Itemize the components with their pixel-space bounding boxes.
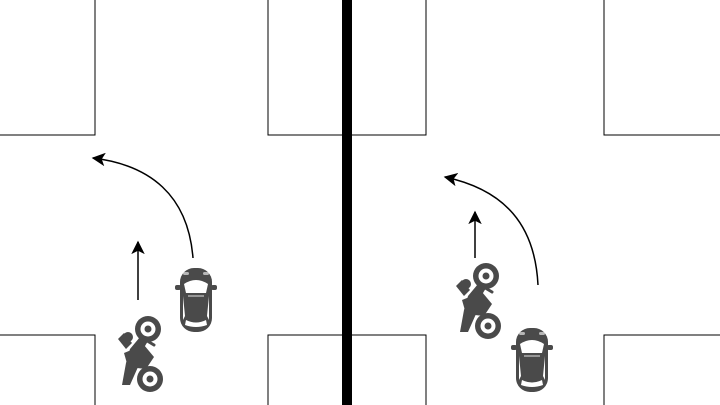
car-left-turn-arrow bbox=[91, 152, 194, 259]
motorcycle-icon bbox=[116, 314, 165, 394]
car-icon bbox=[174, 267, 218, 333]
left-panel bbox=[0, 0, 342, 405]
kerb-top-left bbox=[0, 0, 96, 136]
kerb-bottom-right bbox=[267, 334, 342, 405]
kerb-lines bbox=[0, 0, 342, 405]
car-left-turn-arrow bbox=[443, 172, 539, 286]
kerb-bottom-right bbox=[603, 334, 720, 405]
panel-divider bbox=[342, 0, 352, 405]
kerb-top-right bbox=[267, 0, 342, 136]
motorcycle-icon bbox=[454, 261, 503, 341]
kerb-lines bbox=[352, 0, 720, 405]
right-panel bbox=[352, 0, 720, 405]
kerb-bottom-left bbox=[352, 334, 427, 405]
car-icon bbox=[510, 327, 554, 393]
kerb-bottom-left bbox=[0, 334, 96, 405]
kerb-top-right bbox=[603, 0, 720, 136]
kerb-top-left bbox=[352, 0, 427, 136]
